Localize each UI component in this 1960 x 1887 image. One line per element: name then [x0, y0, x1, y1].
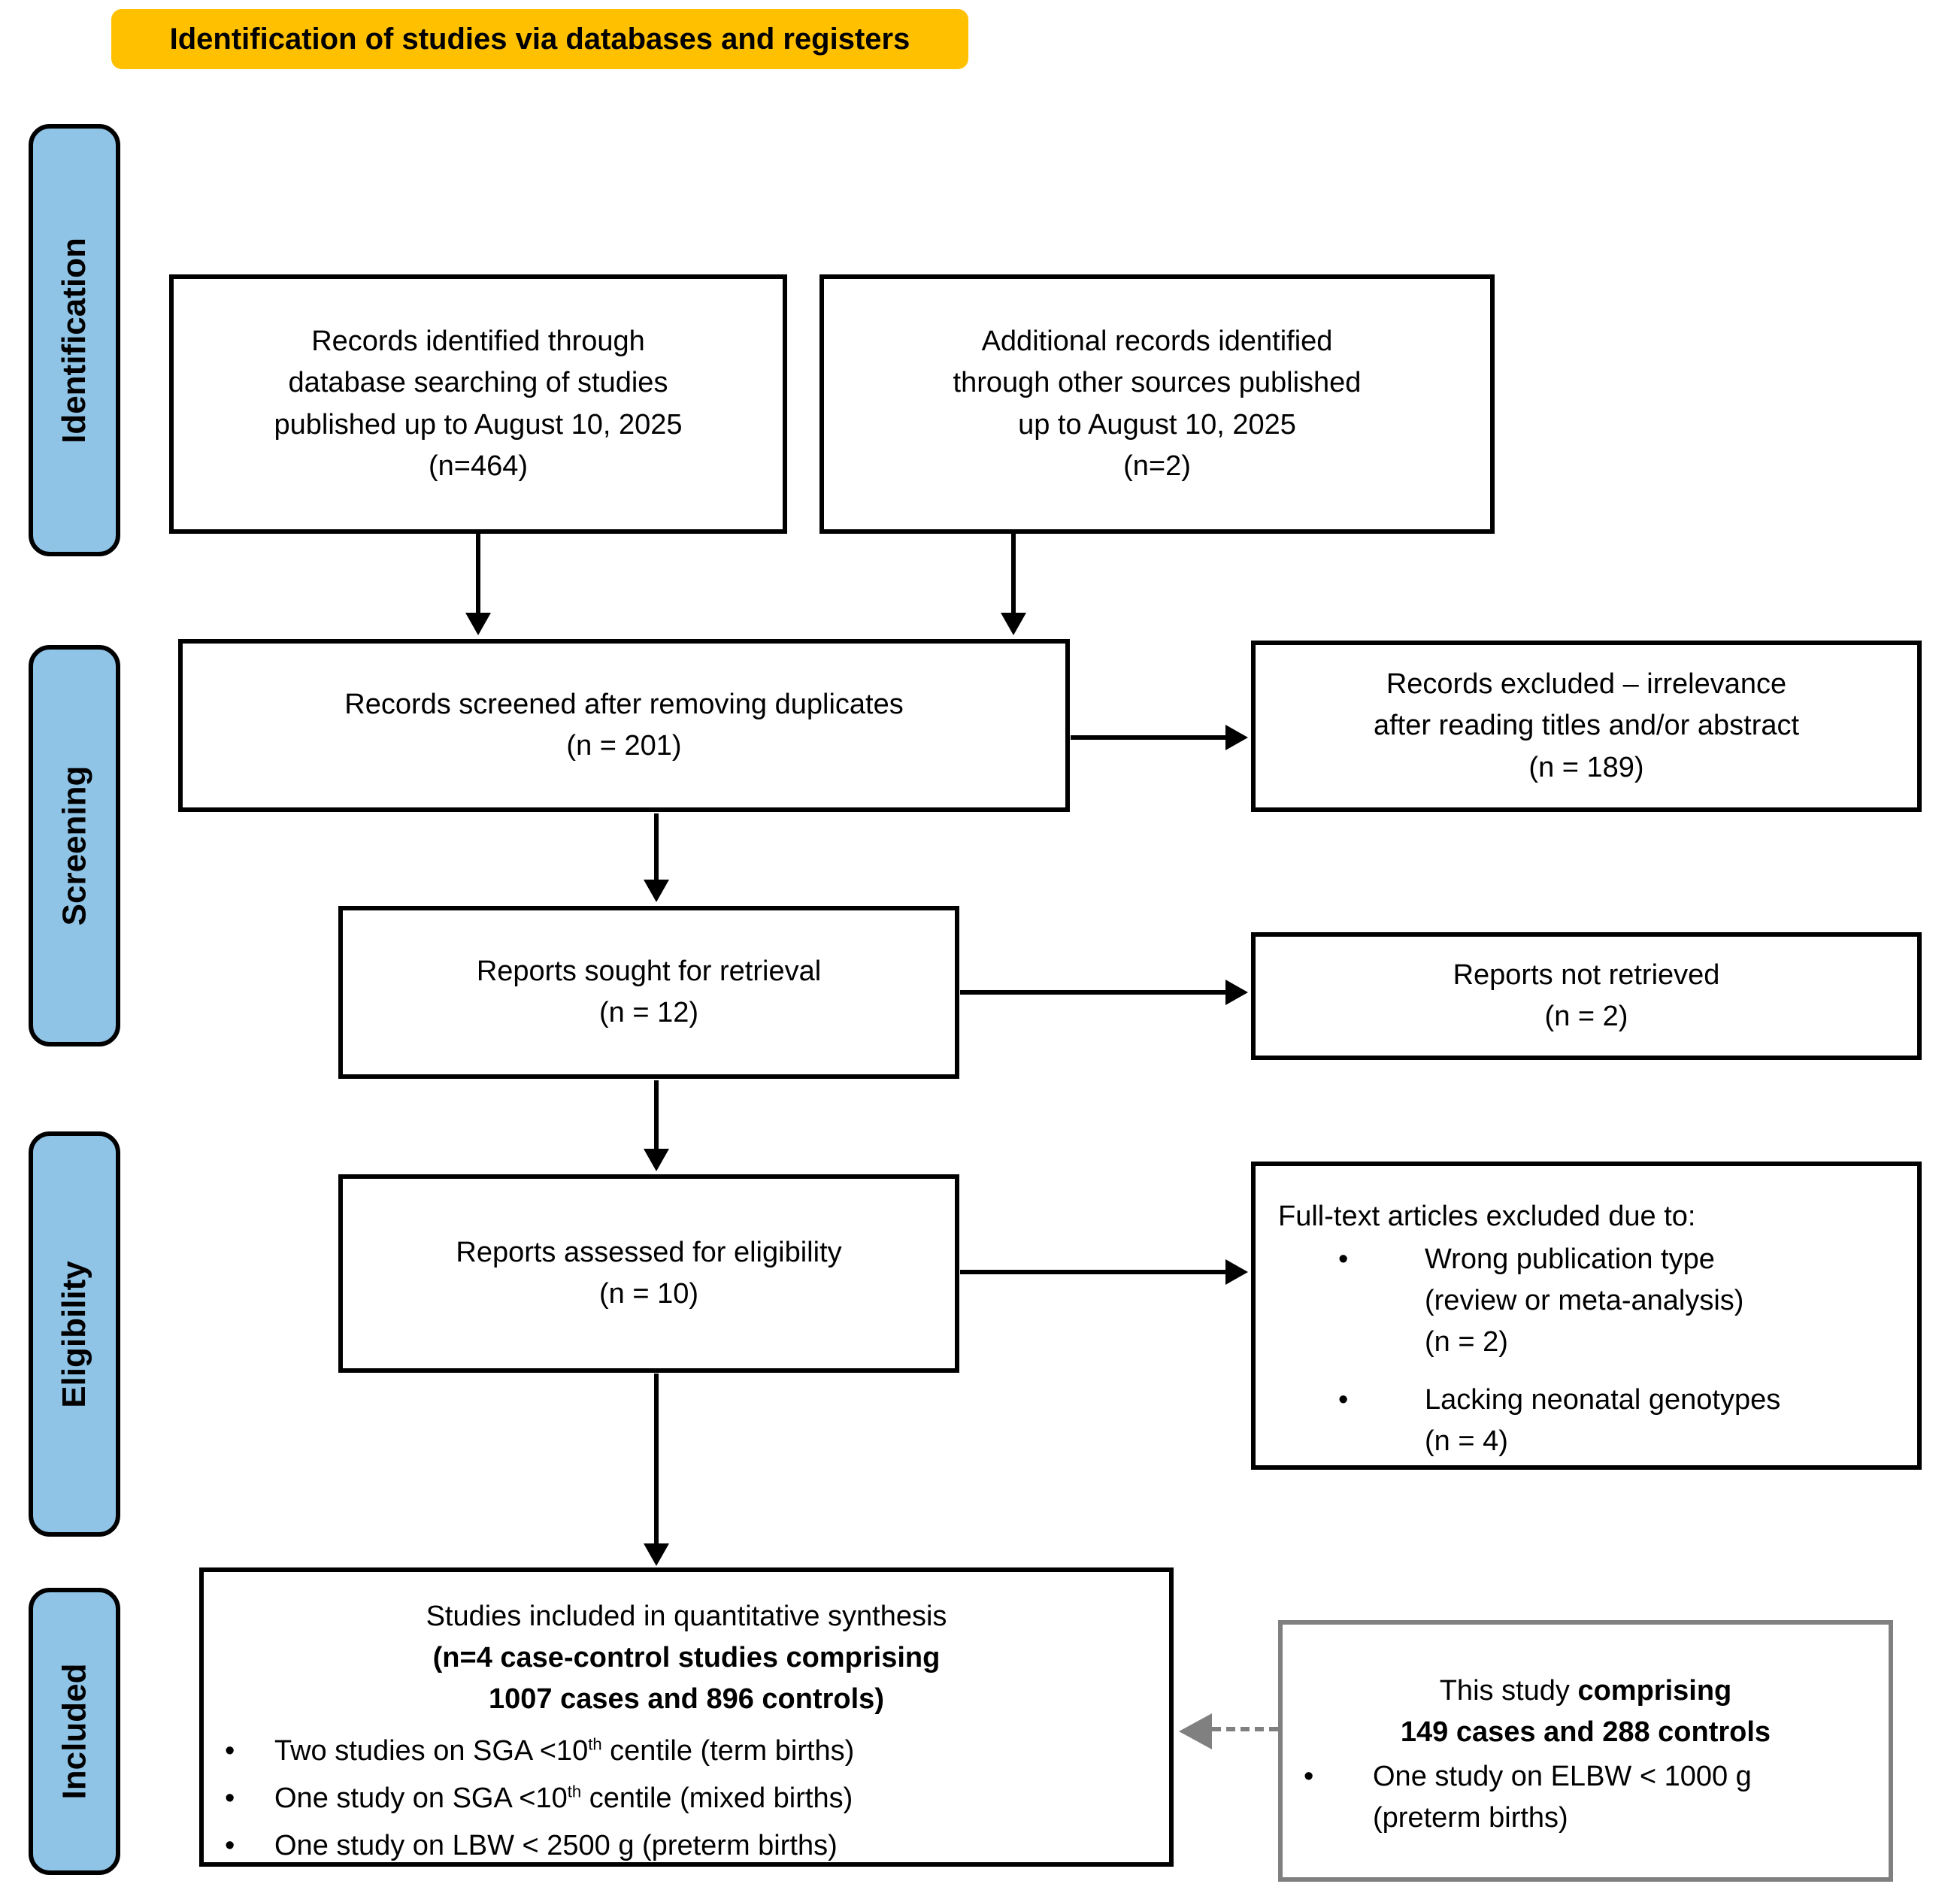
studies-included-bullet-3: One study on LBW < 2500 g (preterm birth…	[274, 1830, 838, 1862]
this-study-line-1-normal: This study	[1439, 1674, 1578, 1707]
arrow-records-identified-down-icon	[476, 534, 480, 613]
studies-included-bullet-1: Two studies on SGA <10th centile (term b…	[274, 1734, 855, 1767]
arrow-additional-records-down-icon	[1011, 534, 1016, 613]
list-item: • One study on LBW < 2500 g (preterm bir…	[204, 1825, 1169, 1867]
box-reports-not-retrieved: Reports not retrieved(n = 2)	[1251, 932, 1922, 1060]
stage-label-identification-text: Identification	[56, 237, 92, 444]
this-study-bullet-1: One study on ELBW < 1000 g(preterm birth…	[1373, 1761, 1752, 1834]
studies-included-bullet-2: One study on SGA <10th centile (mixed bi…	[274, 1782, 853, 1815]
list-item: • One study on SGA <10th centile (mixed …	[204, 1778, 1169, 1819]
bullet-icon: •	[225, 1830, 235, 1862]
list-item: • One study on ELBW < 1000 g(preterm bir…	[1283, 1756, 1889, 1839]
stage-label-screening-text: Screening	[56, 765, 92, 926]
arrow-sought-to-not-retrieved-icon	[960, 990, 1225, 995]
this-study-line-1: This study comprising	[1440, 1670, 1732, 1712]
box-records-screened: Records screened after removing duplicat…	[178, 639, 1070, 812]
box-reports-assessed: Reports assessed for eligibility(n = 10)	[338, 1174, 959, 1373]
this-study-line-1-bold: comprising	[1577, 1674, 1732, 1707]
studies-included-bullet-list: • Two studies on SGA <10th centile (term…	[204, 1725, 1169, 1867]
box-this-study: This study comprising 149 cases and 288 …	[1278, 1620, 1893, 1882]
box-reports-sought: Reports sought for retrieval(n = 12)	[338, 906, 959, 1079]
bullet-icon: •	[1304, 1761, 1314, 1792]
arrow-assessed-to-fulltext-excluded-icon	[960, 1270, 1225, 1274]
stage-label-eligibility: Eligibility	[29, 1131, 120, 1537]
bullet-icon: •	[1338, 1384, 1349, 1416]
stage-label-included-text: Included	[56, 1663, 92, 1800]
studies-included-line-2: (n=4 case-control studies comprising	[432, 1642, 941, 1674]
studies-included-line-1: Studies included in quantitative synthes…	[426, 1601, 947, 1632]
arrow-sought-down-icon	[654, 1080, 659, 1149]
diagram-title: Identification of studies via databases …	[111, 9, 968, 69]
bullet-icon: •	[225, 1735, 235, 1767]
box-studies-included: Studies included in quantitative synthes…	[199, 1567, 1174, 1867]
bullet-icon: •	[225, 1783, 235, 1815]
stage-label-eligibility-text: Eligibility	[56, 1260, 93, 1408]
fulltext-excluded-bullet-list: • Wrong publication type(review or meta-…	[1278, 1237, 1902, 1462]
fulltext-excluded-title: Full-text articles excluded due to:	[1278, 1201, 1696, 1232]
arrow-screened-to-excluded-icon	[1071, 735, 1225, 740]
arrow-assessed-down-icon	[654, 1374, 659, 1543]
list-item: • Wrong publication type(review or meta-…	[1278, 1239, 1902, 1363]
stage-label-screening: Screening	[29, 645, 120, 1046]
this-study-line-2: 149 cases and 288 controls	[1400, 1716, 1771, 1748]
this-study-bullet-list: • One study on ELBW < 1000 g(preterm bir…	[1283, 1753, 1889, 1839]
list-item: • Two studies on SGA <10th centile (term…	[204, 1731, 1169, 1772]
studies-included-line-3: 1007 cases and 896 controls)	[489, 1683, 884, 1716]
list-item: • Lacking neonatal genotypes(n = 4)	[1278, 1380, 1902, 1462]
arrow-screened-down-icon	[654, 813, 659, 880]
arrow-this-study-to-included-icon	[1212, 1727, 1278, 1731]
stage-label-identification: Identification	[29, 124, 120, 556]
stage-label-included: Included	[29, 1588, 120, 1875]
fulltext-excluded-bullet-1: Wrong publication type(review or meta-an…	[1425, 1243, 1744, 1358]
bullet-icon: •	[1338, 1243, 1349, 1276]
fulltext-excluded-bullet-2: Lacking neonatal genotypes(n = 4)	[1425, 1384, 1781, 1458]
box-fulltext-excluded: Full-text articles excluded due to: • Wr…	[1251, 1162, 1922, 1470]
